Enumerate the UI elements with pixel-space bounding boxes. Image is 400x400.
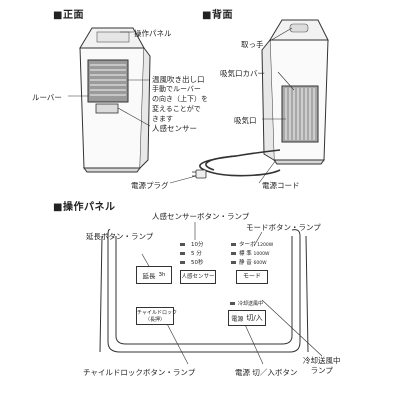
- label-sensor-button: 人感センサーボタン・ランプ: [152, 212, 250, 221]
- extend-button[interactable]: 延長 3h: [136, 266, 172, 284]
- label-cord: 電源コード: [262, 181, 300, 190]
- child-lock-label: チャイルドロック: [137, 310, 177, 316]
- extend-button-label: 延長: [142, 272, 156, 280]
- label-extend-button: 延長ボタン・ランプ: [86, 232, 154, 241]
- label-filter-cover: 吸気口カバー: [220, 69, 265, 78]
- power-plug: [192, 169, 207, 179]
- section-back-title: ■背面: [202, 10, 233, 21]
- child-lock-sub: （長押）: [144, 317, 165, 323]
- power-button[interactable]: 電源 切/入: [228, 310, 266, 326]
- timer-lamp-2: [180, 252, 185, 255]
- sensor-timer-lamps: 10分 5 分 50秒: [180, 241, 204, 268]
- section-front-title: ■正面: [53, 10, 84, 21]
- control-panel-drawing: [99, 229, 309, 353]
- front-heater: [79, 27, 151, 173]
- label-sensor: 人感センサー: [152, 124, 197, 133]
- mode-lamp-quiet: [231, 261, 236, 264]
- label-mode-button: モードボタン・ランプ: [246, 223, 321, 232]
- power-button-label: 電源: [231, 315, 244, 323]
- label-louver: ルーバー: [32, 93, 62, 102]
- child-lock-button[interactable]: チャイルドロック （長押）: [136, 307, 177, 325]
- cooling-lamp-indicator: [230, 302, 235, 305]
- label-cooling-lamp: 冷却送風中 ランプ: [303, 356, 341, 375]
- section-panel-title: ■操作パネル: [53, 202, 116, 213]
- back-heater: [261, 19, 329, 165]
- power-button-sub: 切/入: [246, 314, 263, 322]
- label-power-button: 電源 切／入ボタン: [235, 368, 298, 377]
- mode-lamps: ターボ 1200W 標 準 1000W 静 音 600W: [231, 241, 273, 268]
- timer-lamp-3: [180, 261, 185, 264]
- mode-button[interactable]: モード: [236, 270, 268, 284]
- label-outlet-desc: 手動でルーバー の向き（上下）を 変えることがで きます: [152, 85, 208, 123]
- sensor-button[interactable]: 人感センサー: [180, 270, 216, 284]
- label-handle: 取っ手: [241, 40, 264, 49]
- label-outlet-title: 温風吹き出し口: [152, 75, 205, 84]
- label-intake: 吸気口: [234, 116, 257, 125]
- label-child-lock-button: チャイルドロックボタン・ランプ: [83, 368, 196, 377]
- label-plug: 電源プラグ: [131, 181, 169, 190]
- mode-lamp-standard: [231, 252, 236, 255]
- timer-lamp-1: [180, 243, 185, 246]
- label-control-panel: 操作パネル: [134, 29, 172, 38]
- mode-lamp-turbo: [231, 243, 236, 246]
- cooling-lamp: 冷却送風中: [230, 300, 263, 307]
- extend-button-sub: 3h: [158, 272, 166, 278]
- power-cord: [199, 149, 281, 177]
